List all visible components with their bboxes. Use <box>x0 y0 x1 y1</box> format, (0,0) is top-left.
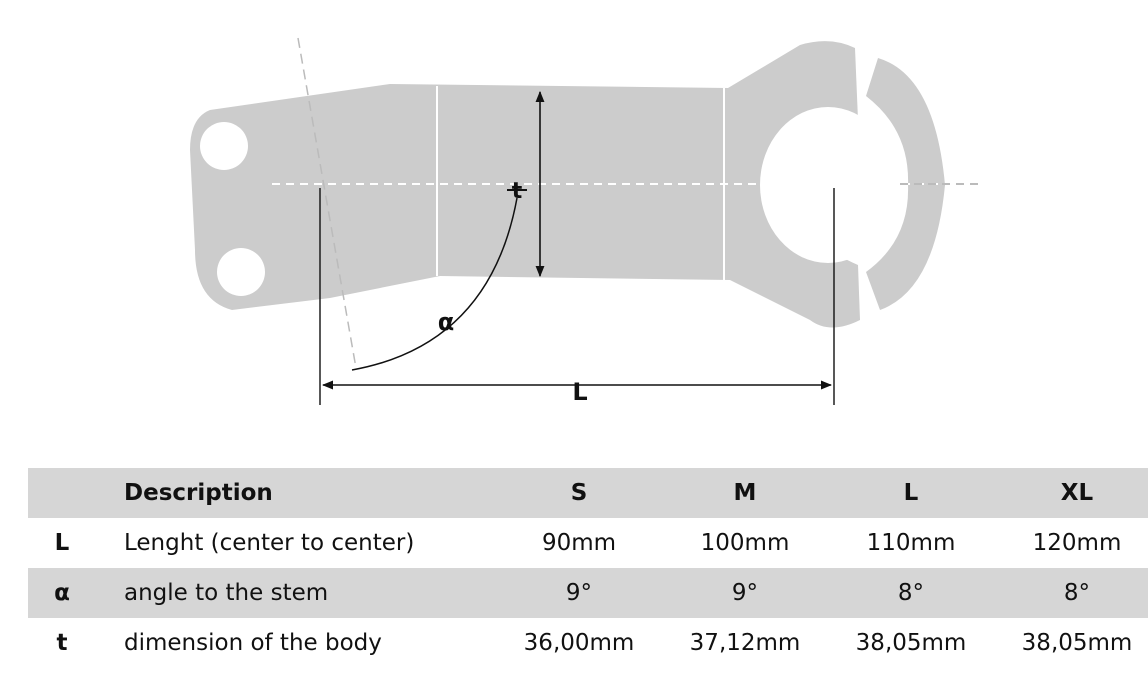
header-description: Description <box>96 468 496 518</box>
row-description: dimension of the body <box>124 630 382 656</box>
header-symbol <box>28 468 96 518</box>
row-value-m: 37,12mm <box>689 630 801 656</box>
row-value-m: 9° <box>662 568 828 618</box>
table-row: t dimension of the body 36,00mm 37,12mm … <box>28 618 1148 668</box>
row-value-xl: 38,05mm <box>1021 630 1133 656</box>
row-symbol: L <box>54 530 70 556</box>
row-value-xl: 8° <box>994 568 1148 618</box>
stem-dimension-diagram: L α t <box>190 37 980 406</box>
table-row: L Lenght (center to center) 90mm 100mm 1… <box>28 518 1148 568</box>
steerer-axis <box>297 37 357 369</box>
table-header-row: Description S M L XL <box>28 468 1148 518</box>
row-value-s: 90mm <box>541 530 617 556</box>
length-label: L <box>572 378 587 406</box>
handlebar-clamp-opening <box>760 107 896 263</box>
row-description: angle to the stem <box>96 568 496 618</box>
row-value-l: 110mm <box>866 530 956 556</box>
row-description: Lenght (center to center) <box>124 530 415 556</box>
row-symbol: t <box>56 630 68 656</box>
row-value-s: 9° <box>496 568 662 618</box>
row-value-s: 36,00mm <box>523 630 635 656</box>
header-size-l: L <box>828 468 994 518</box>
thickness-label: t <box>512 179 523 204</box>
header-size-xl: XL <box>994 468 1148 518</box>
header-size-m: M <box>662 468 828 518</box>
row-symbol: α <box>28 568 96 618</box>
bolt-hole-top <box>200 122 248 170</box>
table-row: α angle to the stem 9° 9° 8° 8° <box>28 568 1148 618</box>
row-value-xl: 120mm <box>1032 530 1122 556</box>
header-size-s: S <box>496 468 662 518</box>
size-spec-table: Description S M L XL L Lenght (center to… <box>28 468 1148 668</box>
bolt-hole-bottom <box>217 248 265 296</box>
row-value-l: 38,05mm <box>855 630 967 656</box>
angle-label: α <box>438 308 455 336</box>
row-value-l: 8° <box>828 568 994 618</box>
angle-arc <box>351 197 518 371</box>
row-value-m: 100mm <box>700 530 790 556</box>
